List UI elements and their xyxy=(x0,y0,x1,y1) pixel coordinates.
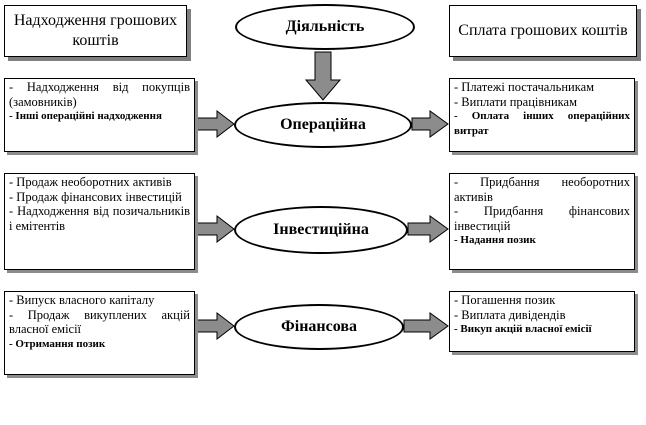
header-inflows-label: Надходження грошових коштів xyxy=(13,12,178,49)
list-item: - Надходження від покупців (замовників) xyxy=(9,80,190,109)
list-item: - Випуск власного капіталу xyxy=(9,293,155,307)
outflows-financing: - Погашення позик - Виплата дивідендів -… xyxy=(449,291,635,352)
activity-label: Діяльність xyxy=(285,18,365,35)
arrow-right-financing xyxy=(403,312,449,340)
list-item: - Оплата інших операційних витрат xyxy=(454,110,630,137)
list-item: - Погашення позик xyxy=(454,293,556,307)
list-item: - Продаж необоротних активів xyxy=(9,175,172,189)
list-item: - Придбання необоротних активів xyxy=(454,175,630,204)
list-item: - Викуп акцій власної емісії xyxy=(454,323,592,335)
activity-financing-label: Фінансова xyxy=(281,318,357,335)
inflows-operating: - Надходження від покупців (замовників) … xyxy=(4,78,195,152)
activity-operating-label: Операційна xyxy=(280,116,366,133)
list-item: - Продаж викуплених акцій власної емісії xyxy=(9,307,190,337)
list-item: - Інші операційні надходження xyxy=(9,110,162,122)
header-inflows: Надходження грошових коштів xyxy=(4,5,187,57)
outflows-investing: - Придбання необоротних активів - Придба… xyxy=(449,173,635,270)
header-outflows: Сплата грошових коштів xyxy=(449,5,637,57)
arrow-left-financing xyxy=(196,311,235,341)
inflows-financing: - Випуск власного капіталу - Продаж вику… xyxy=(4,291,195,375)
arrow-left-investing xyxy=(196,214,235,244)
activity-financing: Фінансова xyxy=(234,304,404,350)
activity-operating: Операційна xyxy=(234,102,412,148)
list-item: - Виплати працівникам xyxy=(454,94,578,109)
activity-ellipse: Діяльність xyxy=(235,4,415,50)
list-item: - Отримання позик xyxy=(9,337,106,350)
list-item: - Придбання фінансових інвестицій xyxy=(454,204,630,233)
list-item: - Надання позик xyxy=(454,234,536,246)
arrow-left-operating xyxy=(196,109,235,139)
list-item: - Платежі постачальникам xyxy=(454,80,595,94)
list-item: - Надходження від позичальників і емітен… xyxy=(9,204,190,233)
list-item: - Продаж фінансових інвестицій xyxy=(9,189,182,204)
header-outflows-label: Сплата грошових коштів xyxy=(458,22,628,39)
arrow-right-investing xyxy=(407,215,449,243)
down-arrow xyxy=(304,51,342,101)
activity-investing-label: Інвестиційна xyxy=(273,221,369,238)
list-item: - Виплата дивідендів xyxy=(454,307,566,322)
activity-investing: Інвестиційна xyxy=(234,206,408,254)
inflows-investing: - Продаж необоротних активів - Продаж фі… xyxy=(4,173,195,270)
outflows-operating: - Платежі постачальникам - Виплати праці… xyxy=(449,78,635,152)
arrow-right-operating xyxy=(411,110,449,138)
